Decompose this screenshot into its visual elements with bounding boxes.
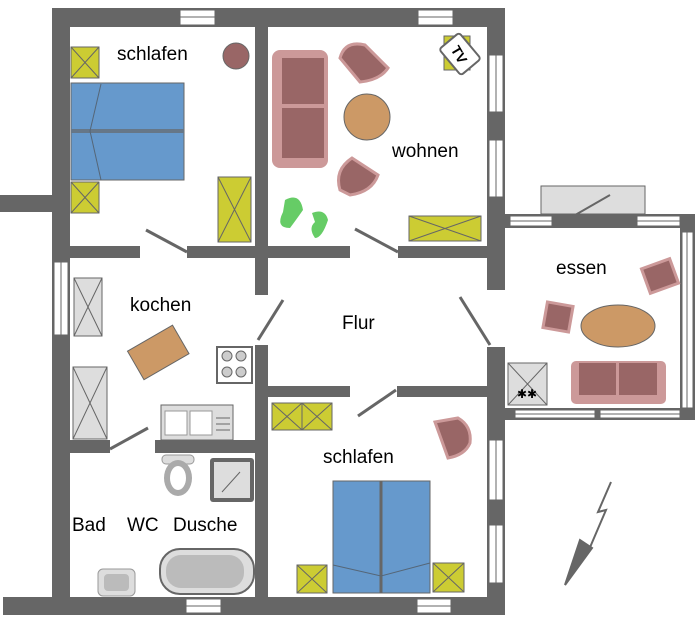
toilet — [161, 454, 195, 496]
room-label-essen: essen — [556, 258, 607, 279]
bed — [332, 480, 431, 594]
armchair — [338, 42, 390, 84]
room-label-dusche: Dusche — [173, 515, 238, 536]
nightstand — [432, 562, 465, 593]
wardrobe — [217, 176, 252, 243]
chair — [541, 300, 575, 334]
room-label-kochen: kochen — [130, 295, 192, 316]
shower — [210, 458, 254, 502]
sofa — [272, 50, 328, 168]
schlafen-top-furniture — [70, 42, 252, 243]
room-label-flur: Flur — [342, 313, 375, 334]
armchair — [337, 156, 380, 197]
room-label-bad: Bad — [72, 515, 106, 536]
round-table — [222, 42, 250, 70]
plant — [280, 197, 303, 228]
svg-text:✱✱: ✱✱ — [517, 387, 537, 401]
sideboard — [408, 215, 482, 242]
plant — [311, 211, 328, 238]
coffee-table — [343, 93, 391, 141]
bed — [70, 82, 185, 181]
dining-table — [580, 304, 656, 348]
room-label-wc: WC — [127, 515, 159, 536]
balcony-door[interactable] — [540, 185, 646, 223]
nightstand — [70, 46, 100, 79]
tv-icon: TV — [439, 32, 481, 76]
fridge — [73, 277, 103, 337]
stove — [216, 346, 253, 384]
room-label-schlafen-2: schlafen — [323, 447, 394, 468]
kochen-furniture — [72, 277, 253, 441]
cabinet — [72, 366, 108, 440]
bathtub — [159, 548, 255, 595]
sink — [160, 404, 234, 441]
sofa — [571, 361, 666, 404]
freezer: ✱✱ — [507, 362, 548, 406]
nightstand — [296, 564, 328, 594]
nightstand — [70, 181, 100, 214]
armchair — [432, 416, 472, 460]
north-arrow-icon — [564, 481, 612, 586]
room-label-wohnen: wohnen — [392, 141, 459, 162]
bad-fixtures — [97, 454, 255, 597]
wohnen-furniture: TV — [272, 32, 482, 242]
room-label-schlafen: schlafen — [117, 44, 188, 65]
windows — [53, 9, 694, 614]
chair — [639, 256, 681, 296]
essen-furniture: ✱✱ — [507, 256, 681, 406]
doors[interactable] — [109, 227, 492, 451]
schlafen-bottom-furniture — [271, 402, 472, 594]
washbasin — [97, 568, 136, 597]
kitchen-table — [126, 324, 190, 381]
dresser — [271, 402, 333, 431]
